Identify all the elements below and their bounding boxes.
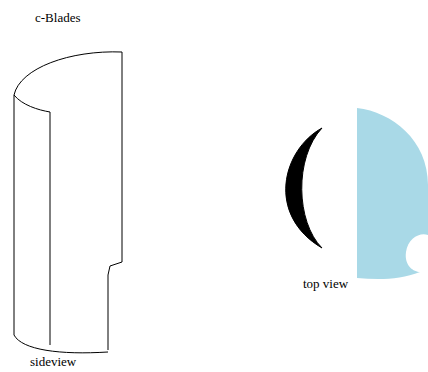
outer-edge xyxy=(14,95,15,335)
top-view-blade xyxy=(286,128,322,248)
right-edge xyxy=(108,52,122,350)
view-label: top view xyxy=(303,276,348,292)
blue-shape xyxy=(357,108,428,279)
side-view-blade xyxy=(14,52,122,353)
view-label: sideview xyxy=(30,354,76,370)
top-arc xyxy=(14,52,122,95)
inner-edge xyxy=(50,112,51,345)
title-label: c-Blades xyxy=(35,10,80,26)
lip-arc xyxy=(14,95,50,112)
bottom-arc xyxy=(14,335,108,353)
